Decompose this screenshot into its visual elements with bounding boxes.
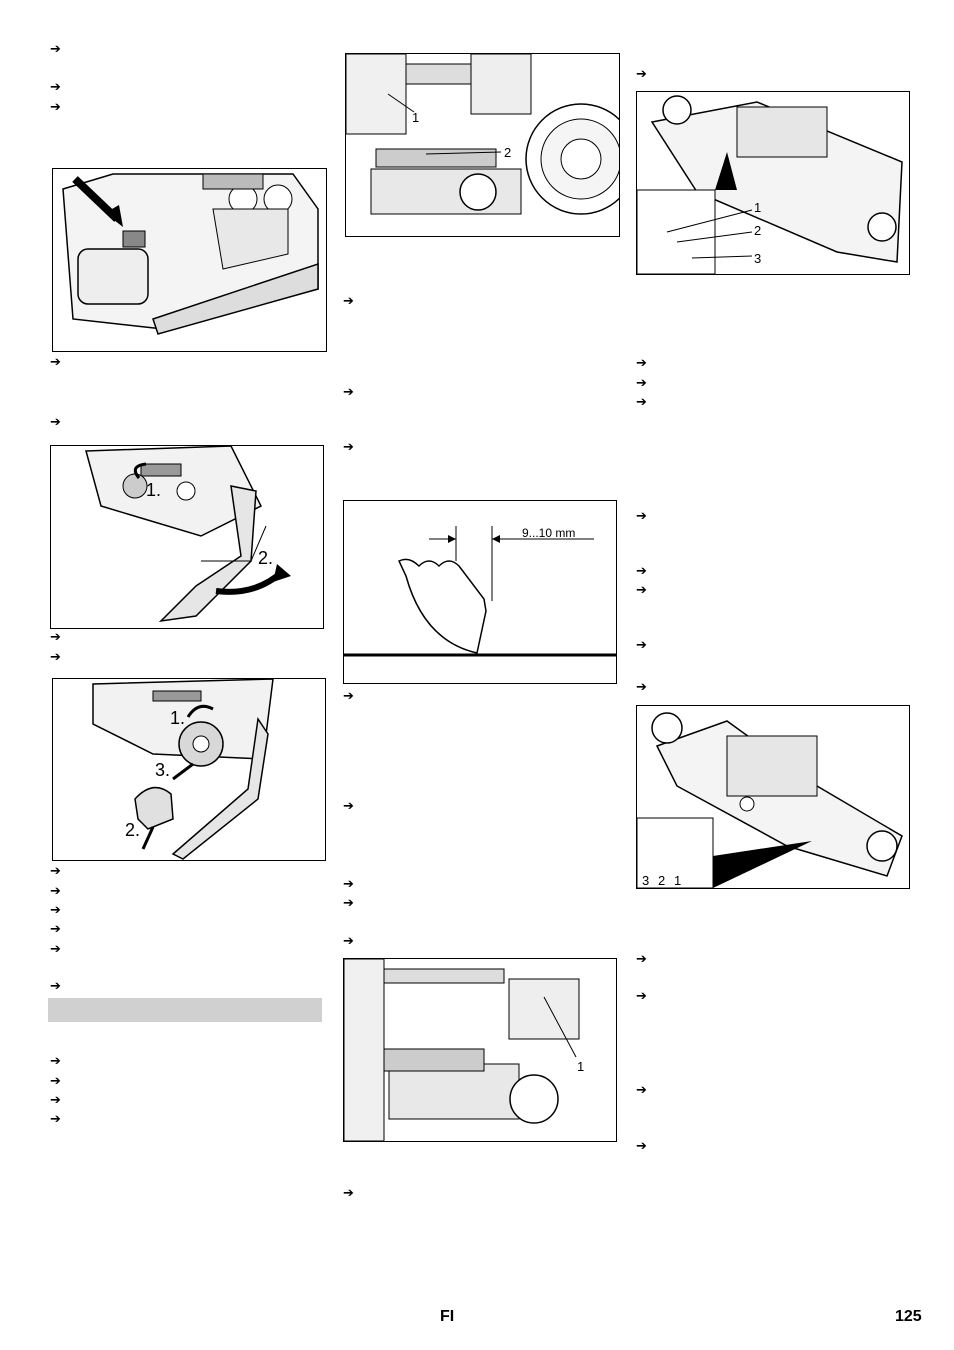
figure-blade-clearance: 9...10 mm — [343, 500, 617, 684]
step-label: 1. — [146, 480, 161, 500]
bullet-arrow-icon: ➔ — [50, 1112, 61, 1127]
callout-label: 2 — [658, 873, 665, 888]
bullet-arrow-icon: ➔ — [636, 564, 647, 579]
figure-squeegee-adjust-bottom: 3 2 1 — [636, 705, 910, 889]
bullet-arrow-icon: ➔ — [343, 689, 354, 704]
bullet-arrow-icon: ➔ — [50, 922, 61, 937]
callout-label: 1 — [674, 873, 681, 888]
bullet-arrow-icon: ➔ — [50, 864, 61, 879]
figure-remove-squeegee: 1. 2. — [50, 445, 324, 629]
figure-squeegee-adjust-top: 1 2 3 — [636, 91, 910, 275]
step-label: 2. — [258, 548, 273, 568]
bullet-arrow-icon: ➔ — [50, 650, 61, 665]
bullet-arrow-icon: ➔ — [636, 952, 647, 967]
bullet-arrow-icon: ➔ — [343, 877, 354, 892]
bullet-arrow-icon: ➔ — [636, 638, 647, 653]
bullet-arrow-icon: ➔ — [343, 1186, 354, 1201]
bullet-arrow-icon: ➔ — [50, 942, 61, 957]
bullet-arrow-icon: ➔ — [50, 979, 61, 994]
callout-label: 1 — [412, 110, 419, 125]
bullet-arrow-icon: ➔ — [50, 1054, 61, 1069]
bullet-arrow-icon: ➔ — [50, 884, 61, 899]
bullet-arrow-icon: ➔ — [50, 1074, 61, 1089]
bullet-arrow-icon: ➔ — [343, 294, 354, 309]
bullet-arrow-icon: ➔ — [50, 1093, 61, 1108]
footer-language: FI — [440, 1308, 455, 1325]
callout-label: 2 — [504, 145, 511, 160]
callout-label: 1 — [577, 1059, 584, 1074]
bullet-arrow-icon: ➔ — [636, 67, 647, 82]
bullet-arrow-icon: ➔ — [343, 385, 354, 400]
bullet-arrow-icon: ➔ — [343, 896, 354, 911]
bullet-arrow-icon: ➔ — [50, 415, 61, 430]
bullet-arrow-icon: ➔ — [636, 356, 647, 371]
step-label: 3. — [155, 760, 170, 780]
bullet-arrow-icon: ➔ — [636, 509, 647, 524]
bullet-arrow-icon: ➔ — [636, 376, 647, 391]
bullet-arrow-icon: ➔ — [636, 1083, 647, 1098]
bullet-arrow-icon: ➔ — [50, 355, 61, 370]
bullet-arrow-icon: ➔ — [343, 799, 354, 814]
dimension-label: 9...10 mm — [522, 526, 575, 540]
step-label: 1. — [170, 708, 185, 728]
bullet-arrow-icon: ➔ — [50, 903, 61, 918]
bullet-arrow-icon: ➔ — [50, 630, 61, 645]
callout-label: 3 — [754, 251, 761, 266]
bullet-arrow-icon: ➔ — [636, 680, 647, 695]
bullet-arrow-icon: ➔ — [343, 934, 354, 949]
bullet-arrow-icon: ➔ — [636, 1139, 647, 1154]
callout-label: 2 — [754, 223, 761, 238]
bullet-arrow-icon: ➔ — [636, 395, 647, 410]
bullet-arrow-icon: ➔ — [636, 583, 647, 598]
callout-label: 3 — [642, 873, 649, 888]
figure-remove-brush-cover: 1. 3. 2. — [52, 678, 326, 861]
bullet-arrow-icon: ➔ — [636, 989, 647, 1004]
bullet-arrow-icon: ➔ — [343, 440, 354, 455]
bullet-arrow-icon: ➔ — [50, 100, 61, 115]
figure-brush-head-adjust: 1 — [343, 958, 617, 1142]
bullet-arrow-icon: ➔ — [50, 42, 61, 57]
footer-page-number: 125 — [895, 1308, 922, 1325]
figure-squeegee-knob — [52, 168, 327, 352]
step-label: 2. — [125, 820, 140, 840]
section-heading-bar — [48, 998, 322, 1022]
figure-brush-head-side: 1 2 — [345, 53, 620, 237]
bullet-arrow-icon: ➔ — [50, 80, 61, 95]
callout-label: 1 — [754, 200, 761, 215]
